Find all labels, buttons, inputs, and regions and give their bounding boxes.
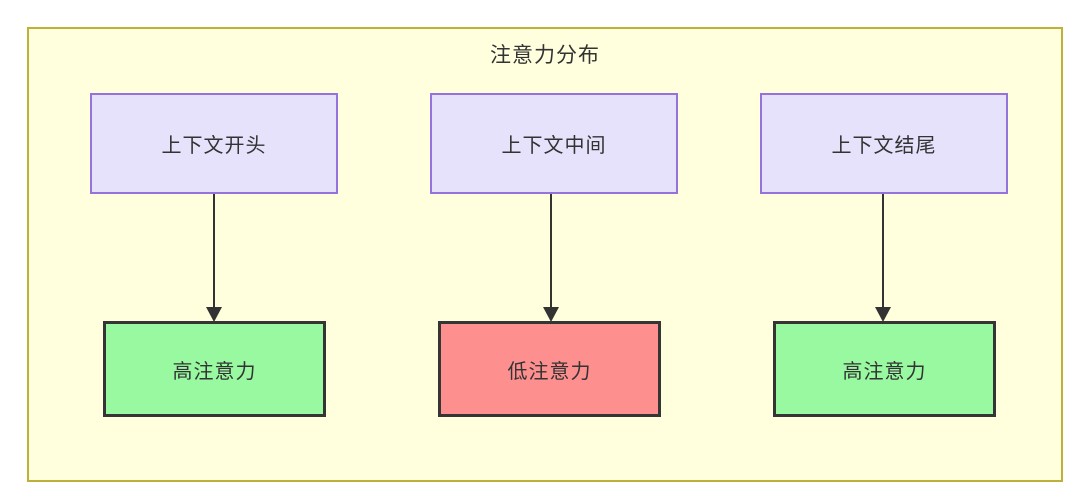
arrowhead-icon [875,307,891,322]
node-attention-low-middle[interactable]: 低注意力 [438,321,661,417]
node-attention-high-end[interactable]: 高注意力 [773,321,996,417]
node-attention-high-start-label: 高注意力 [172,360,257,383]
node-attention-high-start[interactable]: 高注意力 [103,321,326,417]
node-attention-high-end-label: 高注意力 [842,360,927,383]
arrowhead-icon [543,307,559,322]
attention-distribution-subgraph: 注意力分布 上下文开头 上下文中间 上下文结尾 高注意力 低 [27,27,1063,482]
edge-context-middle-to-low-attention [543,194,559,322]
arrowhead-icon [206,307,222,322]
node-context-end[interactable]: 上下文结尾 [760,93,1008,194]
node-context-middle[interactable]: 上下文中间 [430,93,678,194]
edge-context-end-to-high-attention [875,194,891,322]
edge-context-start-to-high-attention [206,194,222,322]
node-context-start[interactable]: 上下文开头 [90,93,338,194]
subgraph-title: 注意力分布 [490,44,600,67]
node-attention-low-middle-label: 低注意力 [507,360,592,383]
node-context-middle-label: 上下文中间 [501,135,607,157]
node-context-start-label: 上下文开头 [161,135,267,157]
node-context-end-label: 上下文结尾 [831,135,937,157]
